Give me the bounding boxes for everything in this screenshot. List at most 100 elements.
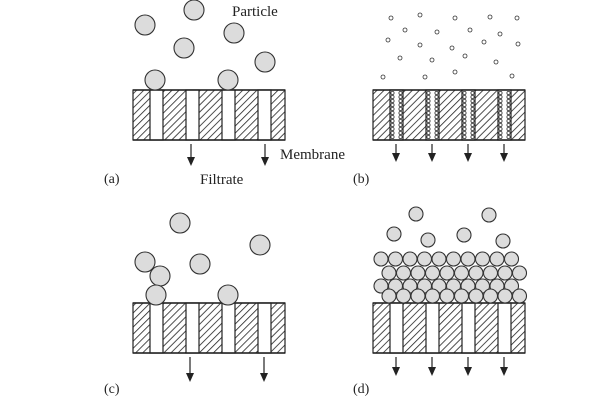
pore-deposit bbox=[498, 123, 503, 128]
particle bbox=[249, 234, 271, 256]
pore-deposit bbox=[426, 127, 431, 132]
pore-deposit bbox=[426, 111, 431, 116]
cake-particle bbox=[416, 251, 433, 267]
pore-deposit bbox=[434, 130, 439, 135]
pore-deposit bbox=[390, 99, 395, 104]
pore-deposit bbox=[470, 134, 475, 139]
pore-deposit bbox=[434, 119, 439, 124]
membrane-d bbox=[372, 302, 526, 354]
pore-deposit bbox=[390, 91, 395, 96]
pore-deposit bbox=[434, 134, 439, 139]
membrane-a bbox=[132, 89, 286, 141]
particles-a bbox=[134, 0, 276, 91]
pore-deposit bbox=[462, 107, 467, 112]
pore-deposit bbox=[506, 130, 511, 135]
pore-deposit bbox=[390, 123, 395, 128]
pore-deposit bbox=[434, 111, 439, 116]
pore-deposit bbox=[390, 95, 395, 100]
panel-c: (c) bbox=[104, 212, 286, 397]
pore-deposit bbox=[498, 99, 503, 104]
pore-deposit bbox=[462, 99, 467, 104]
small-particle bbox=[509, 73, 515, 79]
pore-deposit bbox=[470, 115, 475, 120]
pore-deposit bbox=[506, 91, 511, 96]
small-particle bbox=[449, 45, 455, 51]
pore-deposit bbox=[398, 107, 403, 112]
cake-particle bbox=[489, 251, 505, 267]
pore-deposit bbox=[470, 103, 475, 108]
blocking-particle bbox=[144, 69, 166, 91]
pore-deposit bbox=[462, 103, 467, 108]
pore-deposit bbox=[506, 123, 511, 128]
pore-deposit bbox=[462, 130, 467, 135]
pore-deposit bbox=[426, 115, 431, 120]
pore-deposit bbox=[426, 134, 431, 139]
filtrate-label: Filtrate bbox=[200, 172, 244, 188]
small-particle bbox=[514, 15, 520, 21]
pore-deposit bbox=[434, 91, 439, 96]
pore-deposit bbox=[390, 103, 395, 108]
pore-deposit bbox=[462, 115, 467, 120]
particle-label: Particle bbox=[232, 4, 278, 20]
particle bbox=[223, 22, 245, 44]
cake-particle bbox=[395, 265, 412, 281]
pore-deposit bbox=[434, 99, 439, 104]
particles-c bbox=[134, 212, 271, 306]
particle bbox=[408, 206, 424, 222]
pore-deposit bbox=[498, 111, 503, 116]
pore-deposit bbox=[498, 130, 503, 135]
pore-deposit bbox=[390, 130, 395, 135]
cake-particle bbox=[395, 288, 412, 304]
pore-deposit bbox=[398, 123, 403, 128]
cake-particle bbox=[381, 288, 397, 304]
pore-deposit bbox=[398, 127, 403, 132]
cake-particle bbox=[387, 251, 404, 267]
pore-deposit bbox=[398, 111, 403, 116]
filtrate-arrows-a bbox=[187, 144, 269, 166]
panel-label-a: (a) bbox=[104, 172, 120, 187]
small-particle bbox=[462, 53, 468, 59]
pore-deposit bbox=[470, 99, 475, 104]
pore-deposit bbox=[398, 91, 403, 96]
particle bbox=[420, 232, 436, 248]
cake-particle bbox=[424, 288, 441, 304]
membrane-label: Membrane bbox=[280, 147, 345, 163]
pore-deposit bbox=[426, 107, 431, 112]
particle bbox=[481, 207, 497, 223]
particle bbox=[169, 212, 191, 234]
pore-deposit bbox=[498, 95, 503, 100]
cake-particle bbox=[511, 288, 528, 304]
pore-deposit bbox=[390, 111, 395, 116]
panel-label-c: (c) bbox=[104, 382, 120, 397]
pore-deposit bbox=[462, 111, 467, 116]
pore-deposit bbox=[426, 130, 431, 135]
pore-deposit bbox=[390, 127, 395, 132]
blocking-particle bbox=[145, 284, 167, 306]
small-particle bbox=[515, 41, 521, 47]
pore-deposit bbox=[462, 134, 467, 139]
particle bbox=[189, 253, 211, 275]
small-particle bbox=[487, 14, 493, 20]
small-particle bbox=[388, 15, 394, 21]
pore-deposit bbox=[462, 119, 467, 124]
pore-deposit bbox=[506, 115, 511, 120]
particle bbox=[386, 226, 402, 242]
cake-particle bbox=[402, 251, 418, 267]
pore-deposit bbox=[506, 103, 511, 108]
pore-deposit bbox=[470, 107, 475, 112]
particle bbox=[134, 251, 156, 273]
pore-deposit bbox=[434, 107, 439, 112]
pore-deposit bbox=[498, 134, 503, 139]
pore-deposit bbox=[470, 111, 475, 116]
small-particle bbox=[417, 12, 423, 18]
small-particle bbox=[497, 31, 503, 37]
small-particle bbox=[397, 55, 403, 61]
filtrate-arrows-d bbox=[392, 357, 508, 376]
small-particle bbox=[385, 37, 391, 43]
small-particle bbox=[452, 15, 458, 21]
pore-deposit bbox=[506, 119, 511, 124]
small-particle bbox=[429, 57, 435, 63]
pore-deposit bbox=[506, 95, 511, 100]
pore-deposit bbox=[426, 123, 431, 128]
